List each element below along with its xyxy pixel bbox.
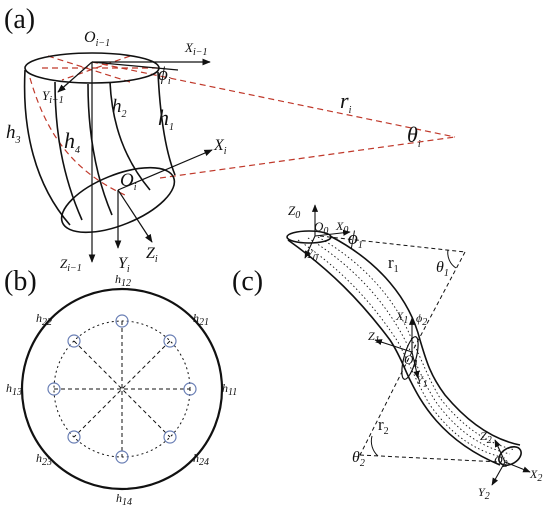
label-y2: Y2 — [478, 485, 490, 502]
label-o1: O1 — [404, 352, 418, 370]
label-z-prev: Zi−1 — [60, 256, 82, 274]
label-z0: Z0 — [288, 203, 300, 221]
c-angle-arcs — [370, 249, 457, 457]
marker-h21 — [163, 334, 177, 348]
label-h1: h1 — [158, 105, 174, 133]
dashed-spokes — [54, 321, 190, 457]
label-h11: h11 — [222, 381, 237, 398]
marker-h12 — [115, 314, 129, 328]
panel-b-label: (b) — [4, 266, 37, 297]
label-y1: Y1 — [416, 373, 428, 390]
panel-c: (c) — [232, 203, 542, 502]
panel-b: (b) h12 h21 h22 h11 h13 h23 h24 h14 — [4, 266, 237, 508]
label-o-i: Oi — [120, 170, 137, 193]
label-o2: O2 — [494, 453, 508, 470]
label-z1: Z1 — [368, 329, 380, 346]
marker-h11 — [183, 382, 197, 396]
label-theta-i: θi — [407, 122, 421, 150]
axes-a — [57, 58, 213, 263]
label-h4: h4 — [64, 128, 80, 156]
label-h2: h2 — [112, 96, 127, 120]
label-h3: h3 — [6, 122, 21, 146]
label-h21: h21 — [193, 311, 209, 328]
label-r2: r2 — [378, 415, 389, 437]
panel-c-label: (c) — [232, 266, 263, 297]
label-theta2: θ2 — [352, 449, 365, 469]
label-x1: X1 — [395, 309, 408, 326]
label-z2: Z2 — [480, 429, 492, 446]
marker-h23 — [67, 430, 81, 444]
panel-a: (a) Oi− — [4, 4, 456, 275]
c-construction-dashed — [319, 235, 501, 463]
label-x-prev: Xi−1 — [184, 40, 207, 58]
label-r-i: ri — [340, 88, 352, 116]
marker-h22 — [67, 334, 81, 348]
label-o-prev: Oi−1 — [84, 29, 110, 49]
label-h13: h13 — [6, 381, 22, 398]
tendon-markers — [47, 314, 197, 464]
marker-h14 — [115, 450, 129, 464]
label-y-prev: Yi−1 — [42, 88, 64, 106]
panel-a-label: (a) — [4, 4, 35, 35]
label-theta1: θ1 — [436, 259, 449, 279]
red-dashed-construction — [29, 55, 456, 196]
label-phi-i: ϕi — [158, 64, 171, 87]
label-r1: r1 — [388, 253, 399, 275]
s-tube — [286, 230, 522, 466]
label-y-i: Yi — [118, 255, 130, 275]
marker-h13 — [47, 382, 61, 396]
label-h22: h22 — [36, 311, 52, 328]
label-x0: X0 — [335, 219, 348, 236]
label-y0: Y0 — [306, 247, 318, 264]
label-phi2: ϕ2 — [416, 311, 427, 328]
label-h12: h12 — [115, 272, 131, 289]
label-z-i: Zi — [146, 245, 158, 265]
outer-circle — [20, 287, 224, 491]
axes-c — [304, 204, 531, 486]
label-phi1: ϕ1 — [348, 228, 363, 251]
label-o0: O0 — [314, 219, 328, 237]
label-x2: X2 — [529, 467, 542, 484]
label-x-i: Xi — [213, 137, 227, 157]
marker-h24 — [163, 430, 177, 444]
label-h24: h24 — [193, 451, 209, 468]
label-h23: h23 — [36, 451, 52, 468]
label-h14: h14 — [116, 491, 132, 508]
